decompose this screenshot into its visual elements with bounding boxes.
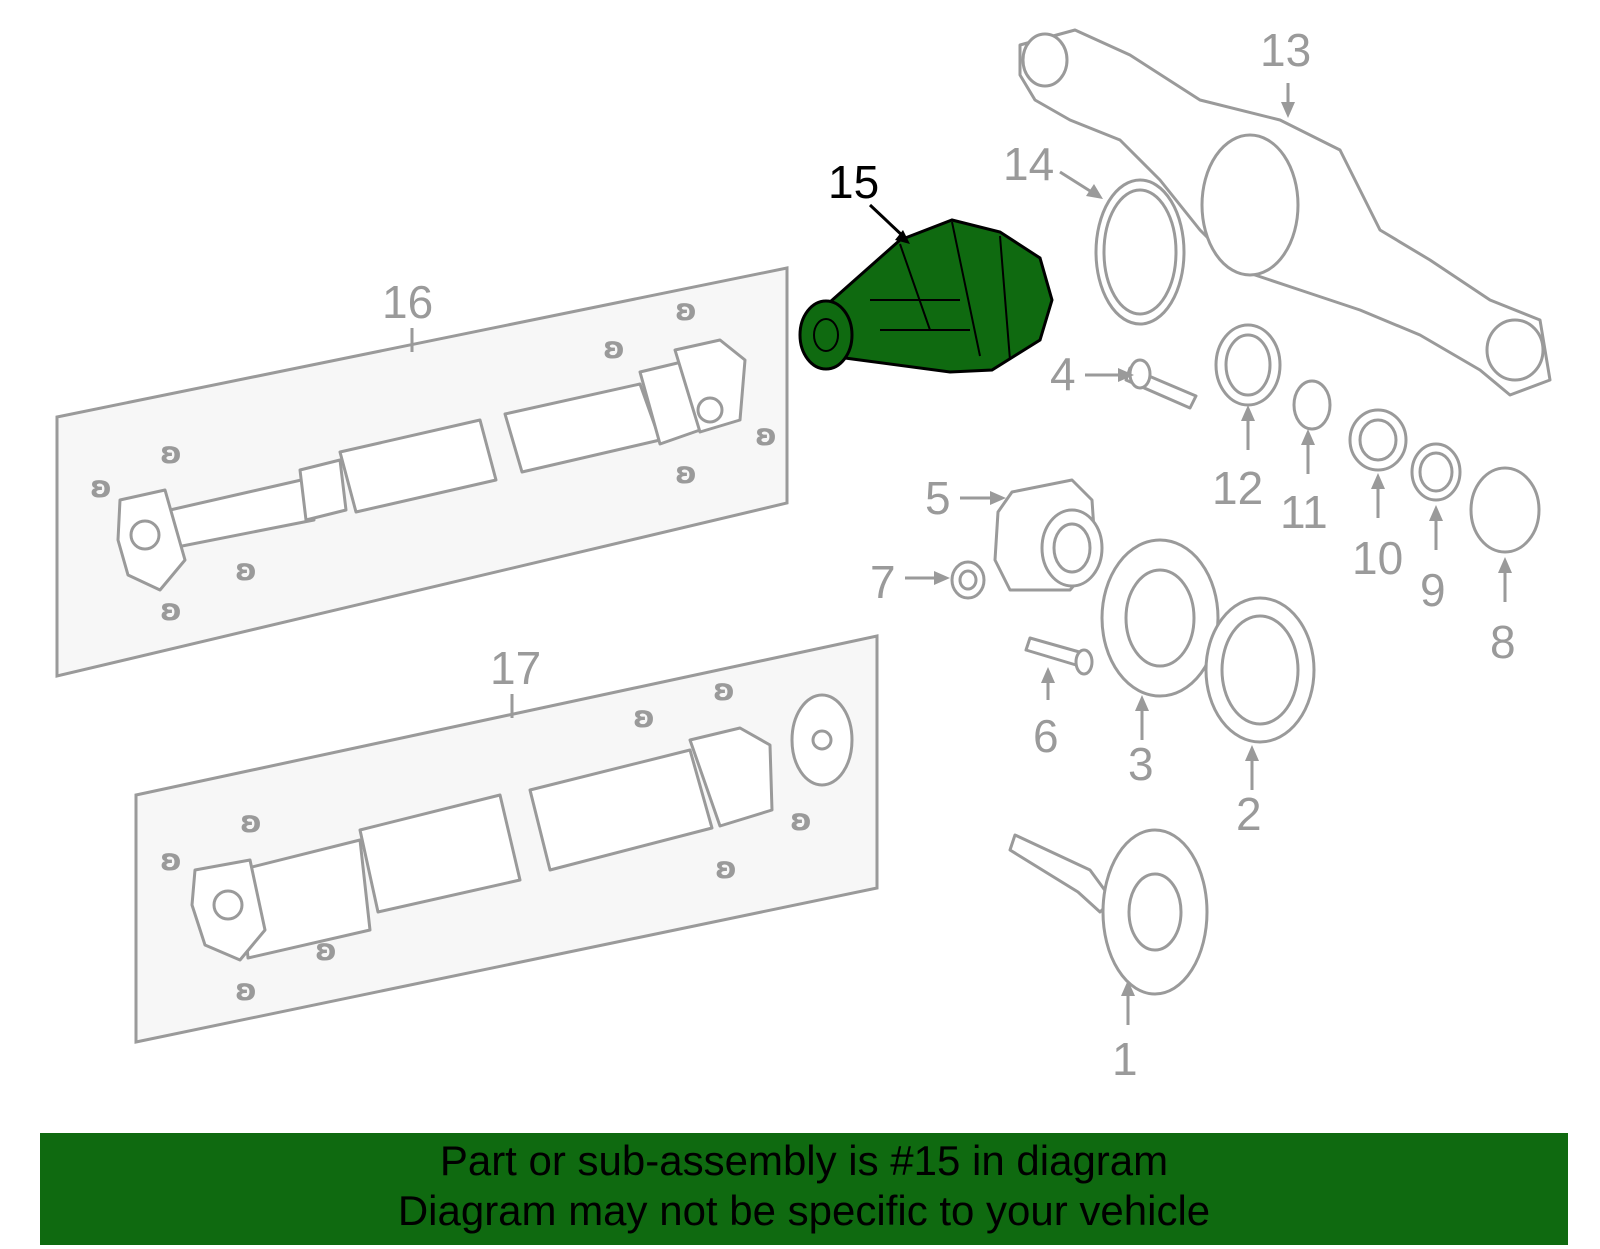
- clip-icon: ʚ: [715, 851, 737, 886]
- callout-6: 6: [1033, 710, 1059, 762]
- clip-icon: ʚ: [90, 470, 112, 505]
- callout-8: 8: [1490, 616, 1516, 668]
- callout-16: 16: [382, 276, 433, 328]
- driveshaft-16-panel[interactable]: ʚ ʚ ʚ ʚ ʚ ʚ ʚ ʚ: [55, 266, 789, 678]
- axle-housing-13[interactable]: [1018, 28, 1552, 397]
- callout-3: 3: [1128, 738, 1154, 790]
- clip-icon: ʚ: [790, 803, 812, 838]
- callout-15: 15: [828, 156, 879, 208]
- stud-6[interactable]: [1024, 636, 1094, 676]
- clip-icon: ʚ: [675, 456, 697, 491]
- info-banner: Part or sub-assembly is #15 in diagram D…: [40, 1133, 1568, 1245]
- clip-icon: ʚ: [713, 673, 735, 708]
- callout-1: 1: [1112, 1033, 1138, 1085]
- callout-5: 5: [925, 472, 951, 524]
- callout-2: 2: [1236, 788, 1262, 840]
- bearing-10[interactable]: [1348, 408, 1408, 472]
- gasket-14[interactable]: [1094, 178, 1186, 326]
- callout-12: 12: [1212, 462, 1263, 514]
- oil-seal-12[interactable]: [1214, 323, 1282, 407]
- callout-13: 13: [1260, 24, 1311, 76]
- clip-icon: ʚ: [235, 973, 257, 1008]
- callout-17: 17: [490, 642, 541, 694]
- o-ring-8[interactable]: [1469, 466, 1541, 554]
- bearing-retainer-5[interactable]: [993, 478, 1104, 592]
- clip-icon: ʚ: [160, 593, 182, 628]
- callout-4: 4: [1050, 348, 1076, 400]
- callout-10: 10: [1352, 532, 1403, 584]
- differential-carrier-15[interactable]: [798, 218, 1054, 374]
- nut-7[interactable]: [950, 560, 986, 600]
- callout-14: 14: [1003, 138, 1054, 190]
- driveshaft-17-panel[interactable]: ʚ ʚ ʚ ʚ ʚ ʚ ʚ ʚ: [134, 634, 879, 1044]
- clip-icon: ʚ: [160, 436, 182, 471]
- clip-icon: ʚ: [235, 553, 257, 588]
- retainer-plate-3[interactable]: [1100, 538, 1220, 698]
- callout-9: 9: [1420, 564, 1446, 616]
- banner-line-1: Part or sub-assembly is #15 in diagram: [439, 1137, 1169, 1184]
- clip-icon: ʚ: [675, 293, 697, 328]
- clip-icon: ʚ: [240, 805, 262, 840]
- snap-ring-11[interactable]: [1292, 379, 1332, 431]
- gasket-2[interactable]: [1204, 596, 1316, 744]
- clip-icon: ʚ: [315, 933, 337, 968]
- bearing-race-9[interactable]: [1410, 442, 1462, 502]
- axle-shaft-1[interactable]: [1008, 828, 1209, 996]
- clip-icon: ʚ: [755, 418, 777, 453]
- callout-7: 7: [870, 556, 896, 608]
- banner-line-2: Diagram may not be specific to your vehi…: [397, 1187, 1211, 1234]
- clip-icon: ʚ: [603, 331, 625, 366]
- clip-icon: ʚ: [633, 700, 655, 735]
- clip-icon: ʚ: [160, 843, 182, 878]
- callout-11: 11: [1280, 486, 1328, 538]
- bolt-4[interactable]: [1124, 358, 1198, 410]
